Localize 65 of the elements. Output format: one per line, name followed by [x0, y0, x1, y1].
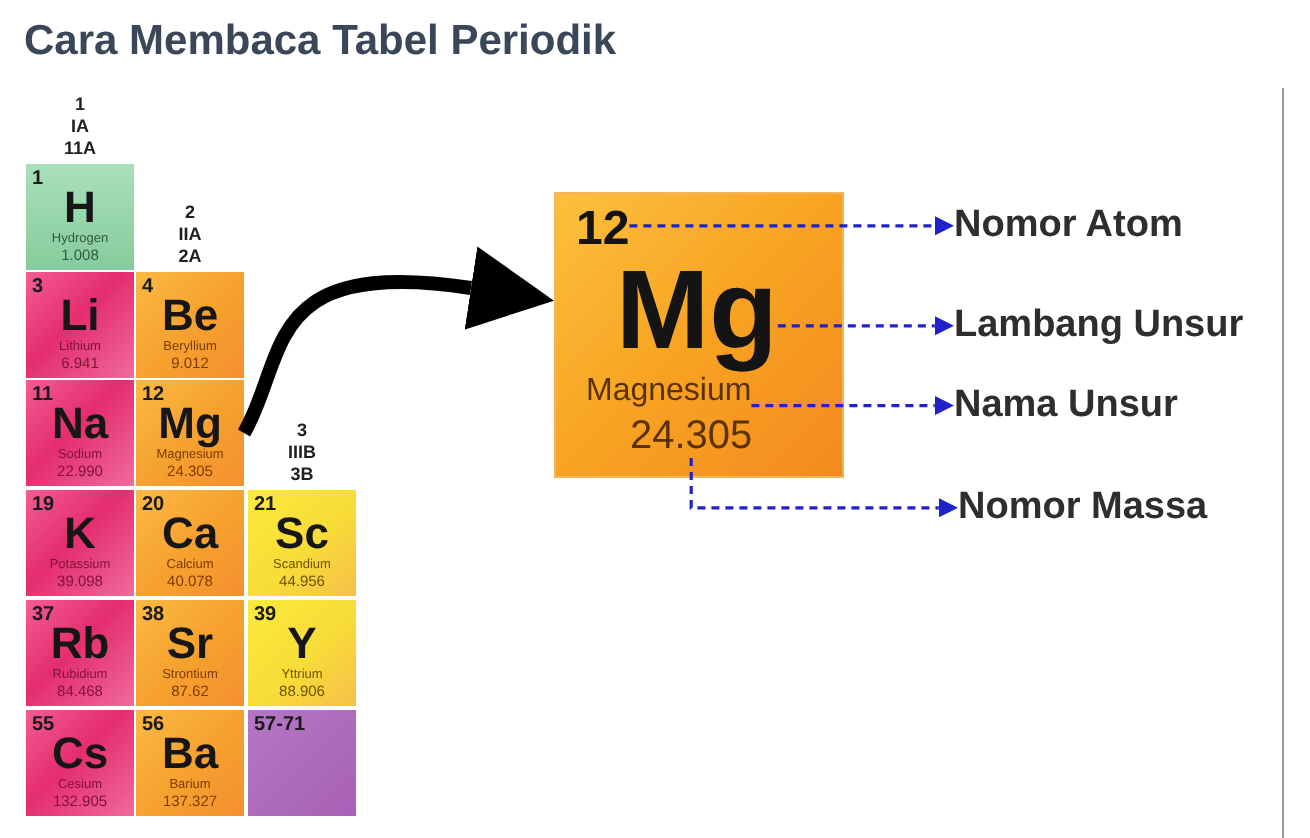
- atomic-number: 39: [254, 604, 277, 626]
- element-symbol: Mg: [158, 400, 222, 447]
- atomic-mass: 24.305: [630, 416, 753, 458]
- element-tile: [248, 600, 356, 706]
- group-number: IIIB: [288, 442, 316, 462]
- group-number: 3: [297, 420, 307, 440]
- atomic-number: 20: [142, 494, 165, 516]
- element-tile: [136, 710, 244, 816]
- element-symbol: Na: [51, 400, 109, 447]
- element-tile: [26, 380, 134, 486]
- callout-label: Lambang Unsur: [954, 304, 1244, 348]
- atomic-number: 21: [254, 494, 277, 516]
- element-tile: [248, 710, 356, 816]
- atomic-number: 55: [32, 714, 55, 736]
- atomic-number: 12: [142, 384, 165, 406]
- callout-label: Nomor Atom: [954, 204, 1183, 248]
- element-tile: [26, 164, 134, 270]
- atomic-number: 1: [32, 168, 44, 190]
- element-tile: [136, 272, 244, 378]
- element-symbol: Li: [60, 292, 100, 339]
- callout-label: Nama Unsur: [954, 384, 1178, 428]
- group-number: 3B: [290, 464, 314, 484]
- element-symbol: Mg: [616, 252, 778, 370]
- group-number: IIA: [178, 224, 202, 244]
- leader-line: [689, 458, 958, 518]
- group-number: IA: [71, 116, 89, 136]
- atomic-number: 37: [32, 604, 55, 626]
- leader-line: [629, 216, 954, 236]
- atomic-number: 3: [32, 276, 44, 298]
- atomic-number: 19: [32, 494, 55, 516]
- atomic-number: 38: [142, 604, 165, 626]
- atomic-number: 4: [142, 276, 154, 298]
- element-symbol: Be: [161, 292, 219, 339]
- atomic-number: 11: [32, 384, 54, 406]
- group-number: 11A: [64, 138, 96, 158]
- atomic-number: 56: [142, 714, 165, 736]
- element-tile: [26, 710, 134, 816]
- element-symbol: Sr: [166, 620, 214, 667]
- element-symbol: Ba: [161, 730, 219, 777]
- element-name: Magnesium: [586, 376, 752, 410]
- group-number: 2A: [178, 246, 202, 266]
- group-number: 2: [185, 202, 195, 222]
- arrow: [237, 246, 555, 437]
- element-symbol: Rb: [50, 620, 110, 667]
- element-symbol: Sc: [275, 510, 329, 557]
- element-symbol: Cs: [51, 730, 109, 777]
- enlarged-element-tile: [554, 192, 844, 478]
- element-symbol: Ca: [161, 510, 219, 557]
- element-symbol: H: [64, 184, 96, 231]
- element-tile: [26, 490, 134, 596]
- element-tile: [136, 490, 244, 596]
- leader-line: [751, 396, 954, 416]
- element-tile: [248, 490, 356, 596]
- element-tile: [26, 272, 134, 378]
- element-tile: [26, 600, 134, 706]
- group-number: 1: [75, 94, 85, 114]
- element-symbol: Y: [287, 620, 317, 667]
- diagram-title: Cara Membaca Tabel Periodik: [24, 16, 617, 67]
- element-tile: [136, 380, 244, 486]
- element-tile: [136, 600, 244, 706]
- atomic-number: 12: [576, 204, 630, 255]
- atomic-number: 57-71: [254, 714, 306, 736]
- callout-label: Nomor Massa: [958, 486, 1208, 530]
- element-symbol: K: [64, 510, 96, 557]
- leader-line: [777, 316, 954, 336]
